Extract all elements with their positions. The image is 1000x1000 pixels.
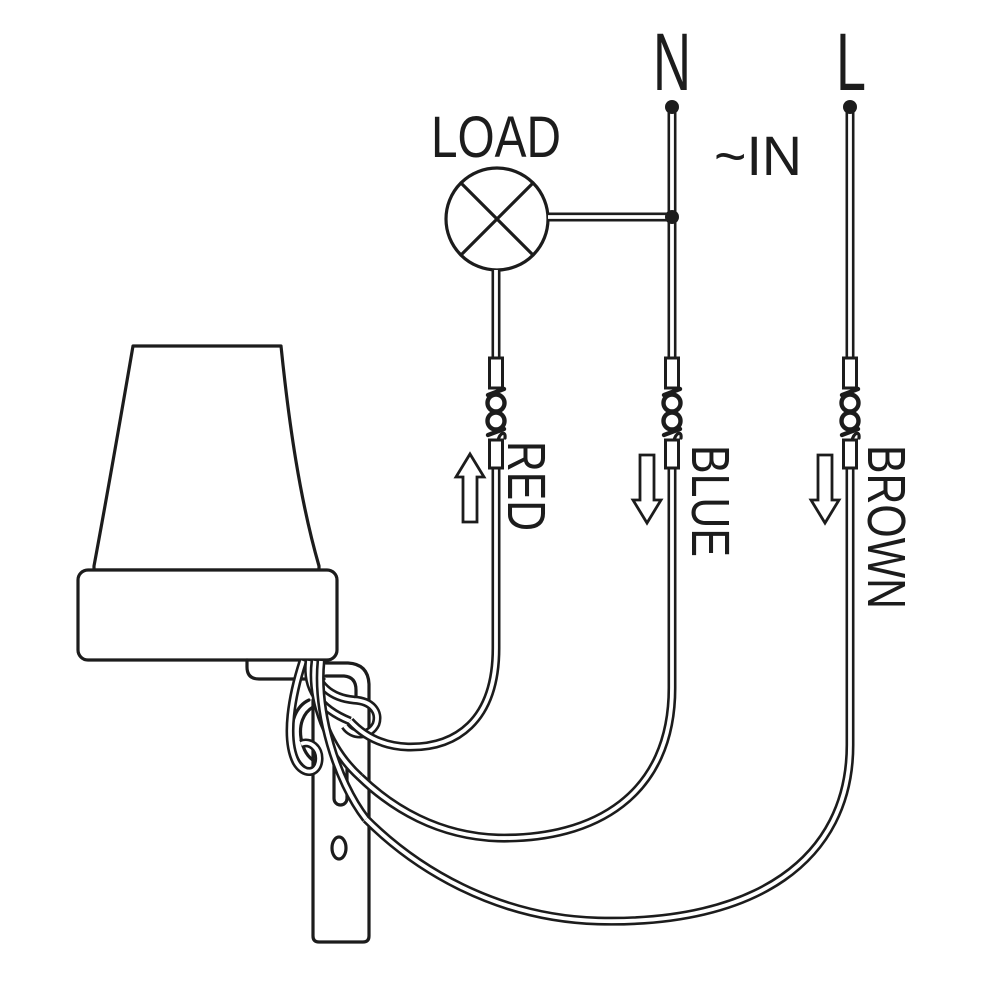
- neutral-terminal-label: N: [653, 17, 691, 108]
- load-lamp-icon: [444, 166, 550, 272]
- line-terminal-label: L: [836, 17, 866, 108]
- ac-input-label: ~IN: [714, 124, 802, 187]
- bracket-outline: [311, 661, 371, 944]
- lamp-cross-2: [459, 181, 535, 257]
- photocell-dome: [92, 344, 321, 572]
- n-terminal-dot: [665, 100, 679, 114]
- base-underplate: [245, 658, 326, 681]
- brown-wire-label: BROWN: [856, 445, 916, 609]
- brown-down-arrow-icon: [808, 453, 842, 526]
- wire-bundle: [285, 659, 382, 822]
- n-junction-dot: [665, 210, 679, 224]
- splice-brown: [839, 356, 861, 470]
- bracket-screw-hole: [330, 835, 348, 861]
- blue-wire-label: BLUE: [680, 445, 740, 557]
- red-wire-label: RED: [496, 441, 556, 531]
- upper-wiring: [491, 100, 857, 360]
- photocell-base: [76, 568, 339, 662]
- bracket-clip-inner: [298, 705, 318, 764]
- photocell-sensor: [76, 344, 339, 681]
- lower-wiring: [346, 468, 855, 926]
- l-terminal-dot: [843, 100, 857, 114]
- red-up-arrow-icon: [453, 451, 487, 524]
- load-label: LOAD: [431, 105, 561, 170]
- blue-down-arrow-icon: [630, 453, 664, 526]
- bracket-inner-edge: [324, 674, 358, 704]
- wire-brown: [362, 468, 855, 926]
- splice-blue: [661, 356, 683, 470]
- splice-red: [485, 356, 507, 470]
